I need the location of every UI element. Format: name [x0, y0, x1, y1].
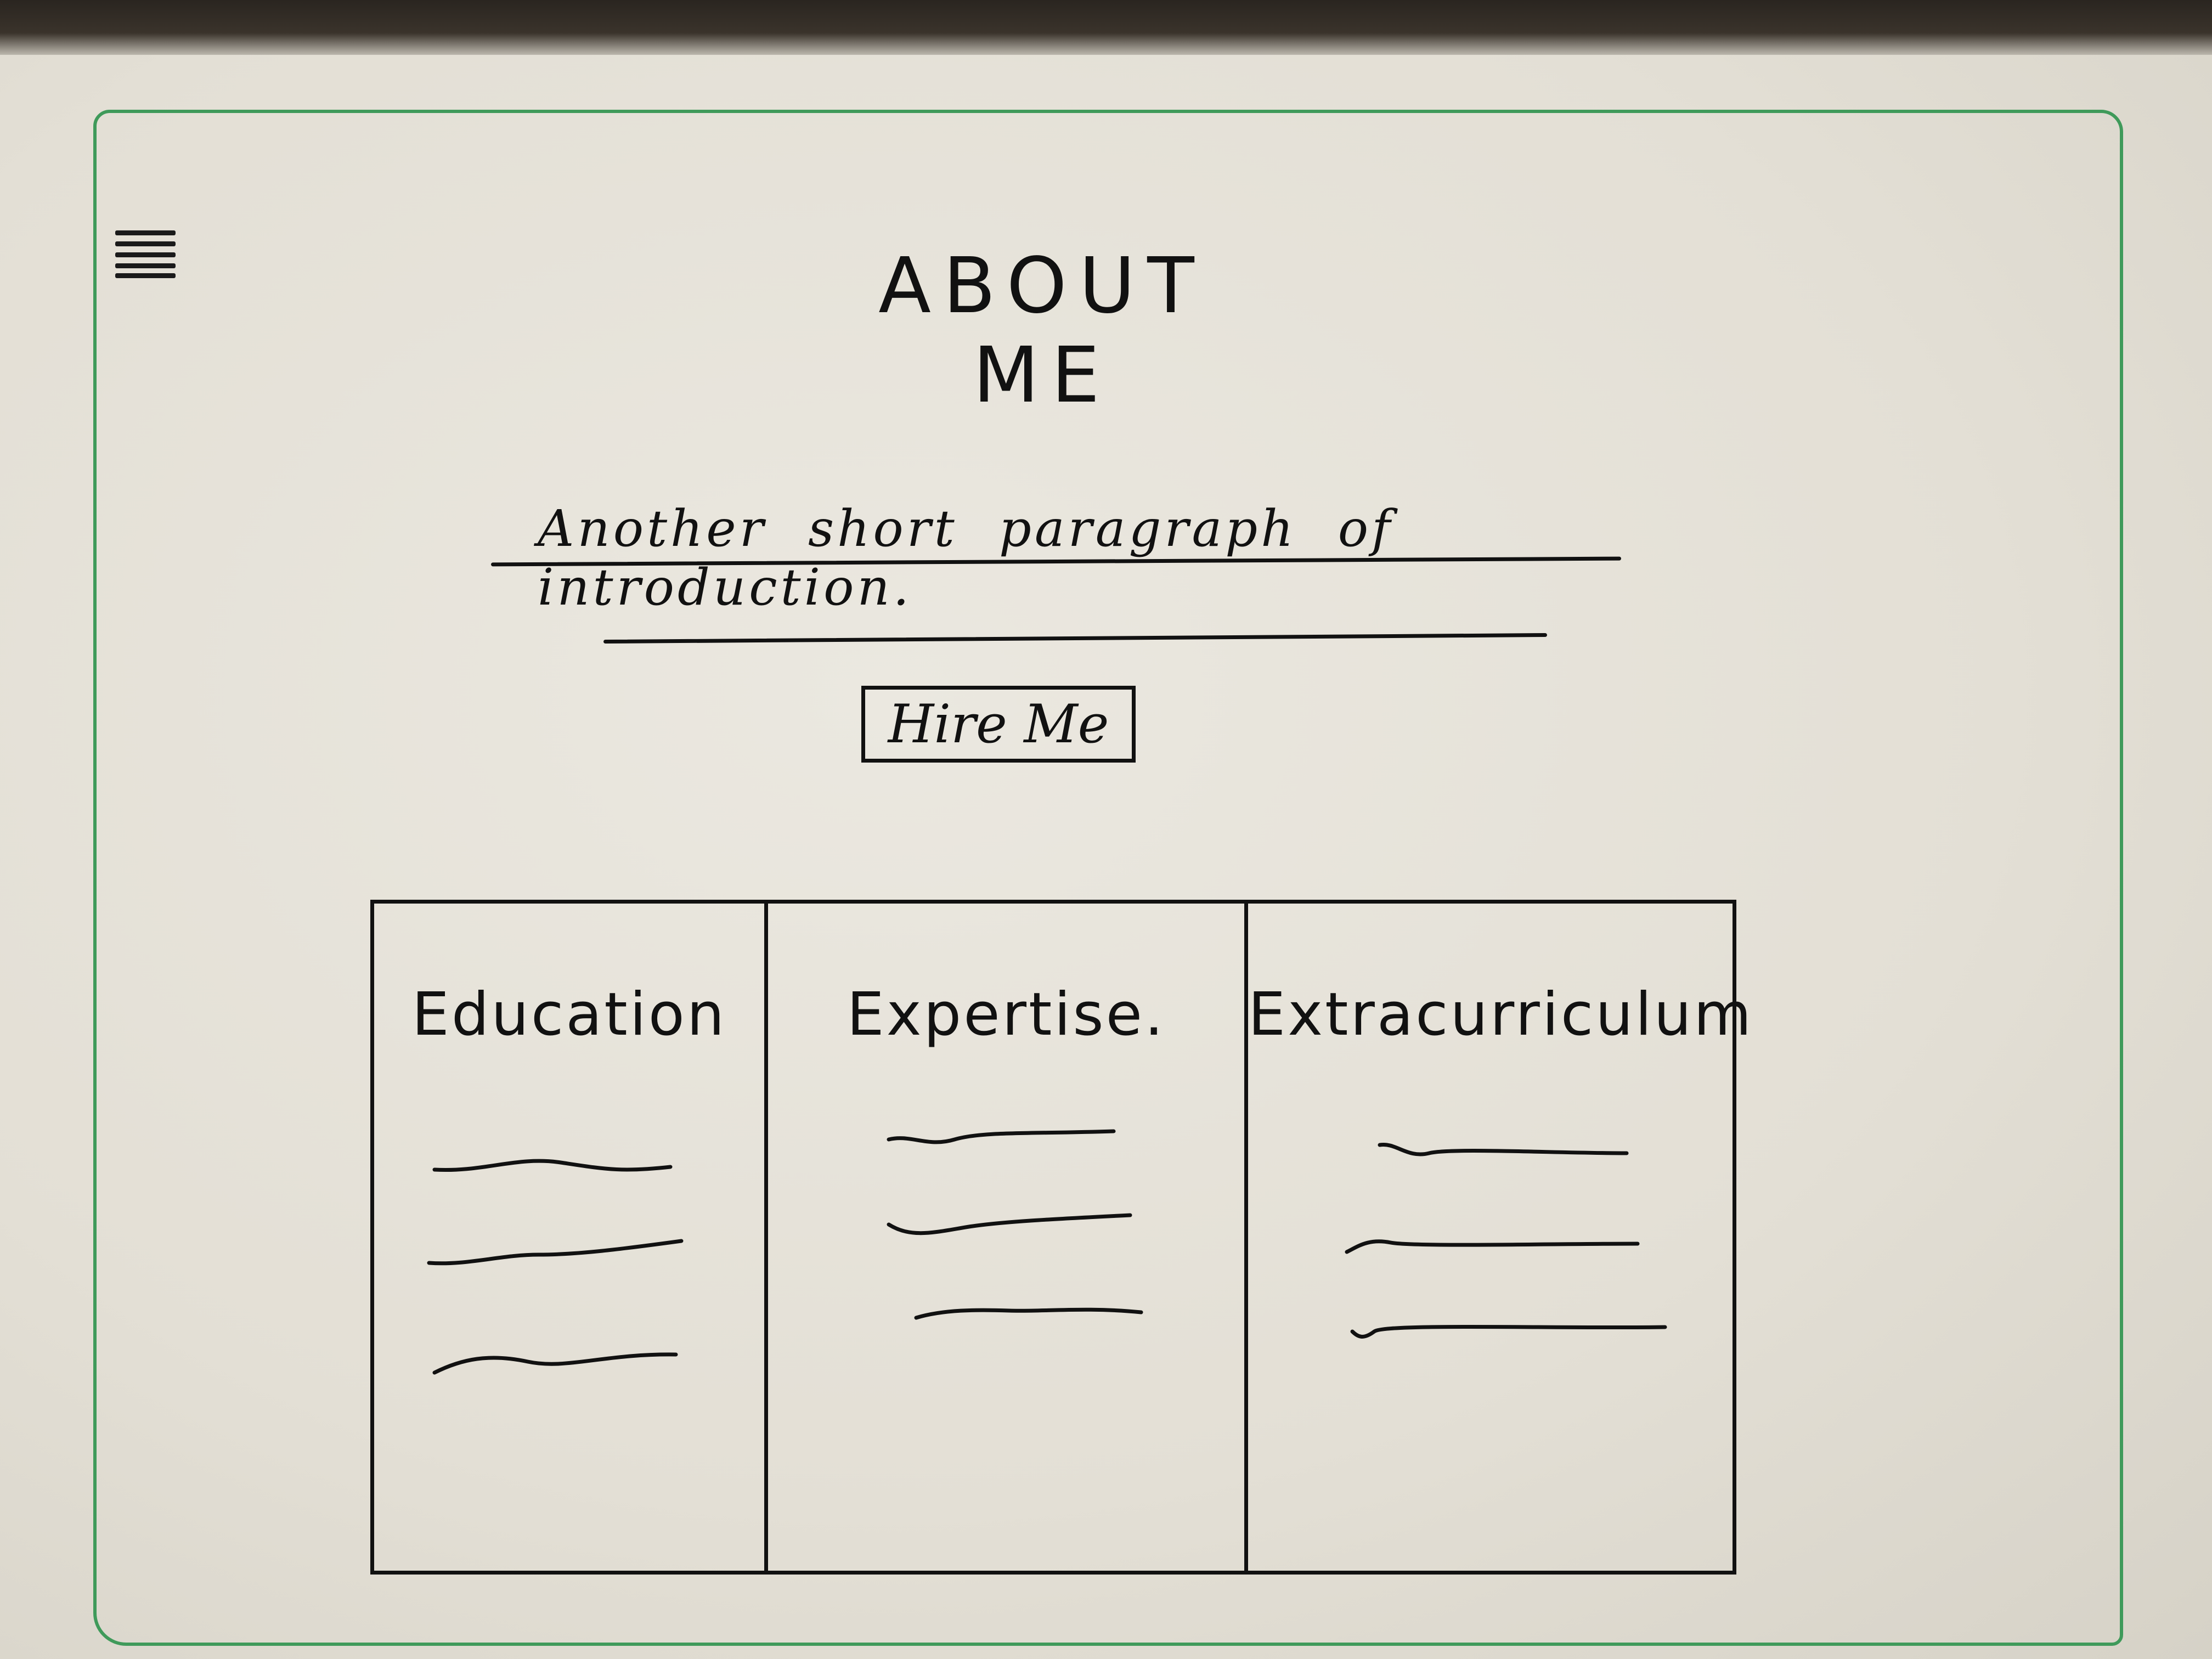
placeholder-text-line: [374, 1238, 764, 1271]
placeholder-text-line: [374, 1348, 764, 1381]
placeholder-text-line: [374, 1150, 764, 1183]
placeholder-text-line: [1248, 1315, 1733, 1348]
paper-sheet: [0, 55, 2212, 1659]
placeholder-text-line: [1248, 1134, 1733, 1167]
card-extracurriculum[interactable]: Extracurriculum: [1244, 904, 1754, 1571]
page-title: ABOUT ME: [878, 241, 1206, 420]
placeholder-text-line: [1248, 1227, 1733, 1260]
sections-card-row: Education Expertise. Extracurriculum: [370, 900, 1754, 1575]
intro-paragraph: Another short paragraph of introduction.: [538, 499, 1394, 617]
card-expertise[interactable]: Expertise.: [764, 904, 1244, 1571]
placeholder-text-line: [768, 1123, 1244, 1156]
wireframe-page-border: [93, 110, 2123, 1646]
card-title-extracurriculum: Extracurriculum: [1248, 980, 1754, 1049]
placeholder-text-line: [768, 1299, 1244, 1331]
placeholder-text-line: [768, 1211, 1244, 1244]
card-title-education: Education: [411, 980, 727, 1049]
hamburger-menu-icon[interactable]: [115, 230, 181, 280]
hire-me-button[interactable]: Hire Me: [861, 686, 1136, 763]
card-title-expertise: Expertise.: [847, 980, 1166, 1049]
card-education[interactable]: Education: [374, 904, 764, 1571]
